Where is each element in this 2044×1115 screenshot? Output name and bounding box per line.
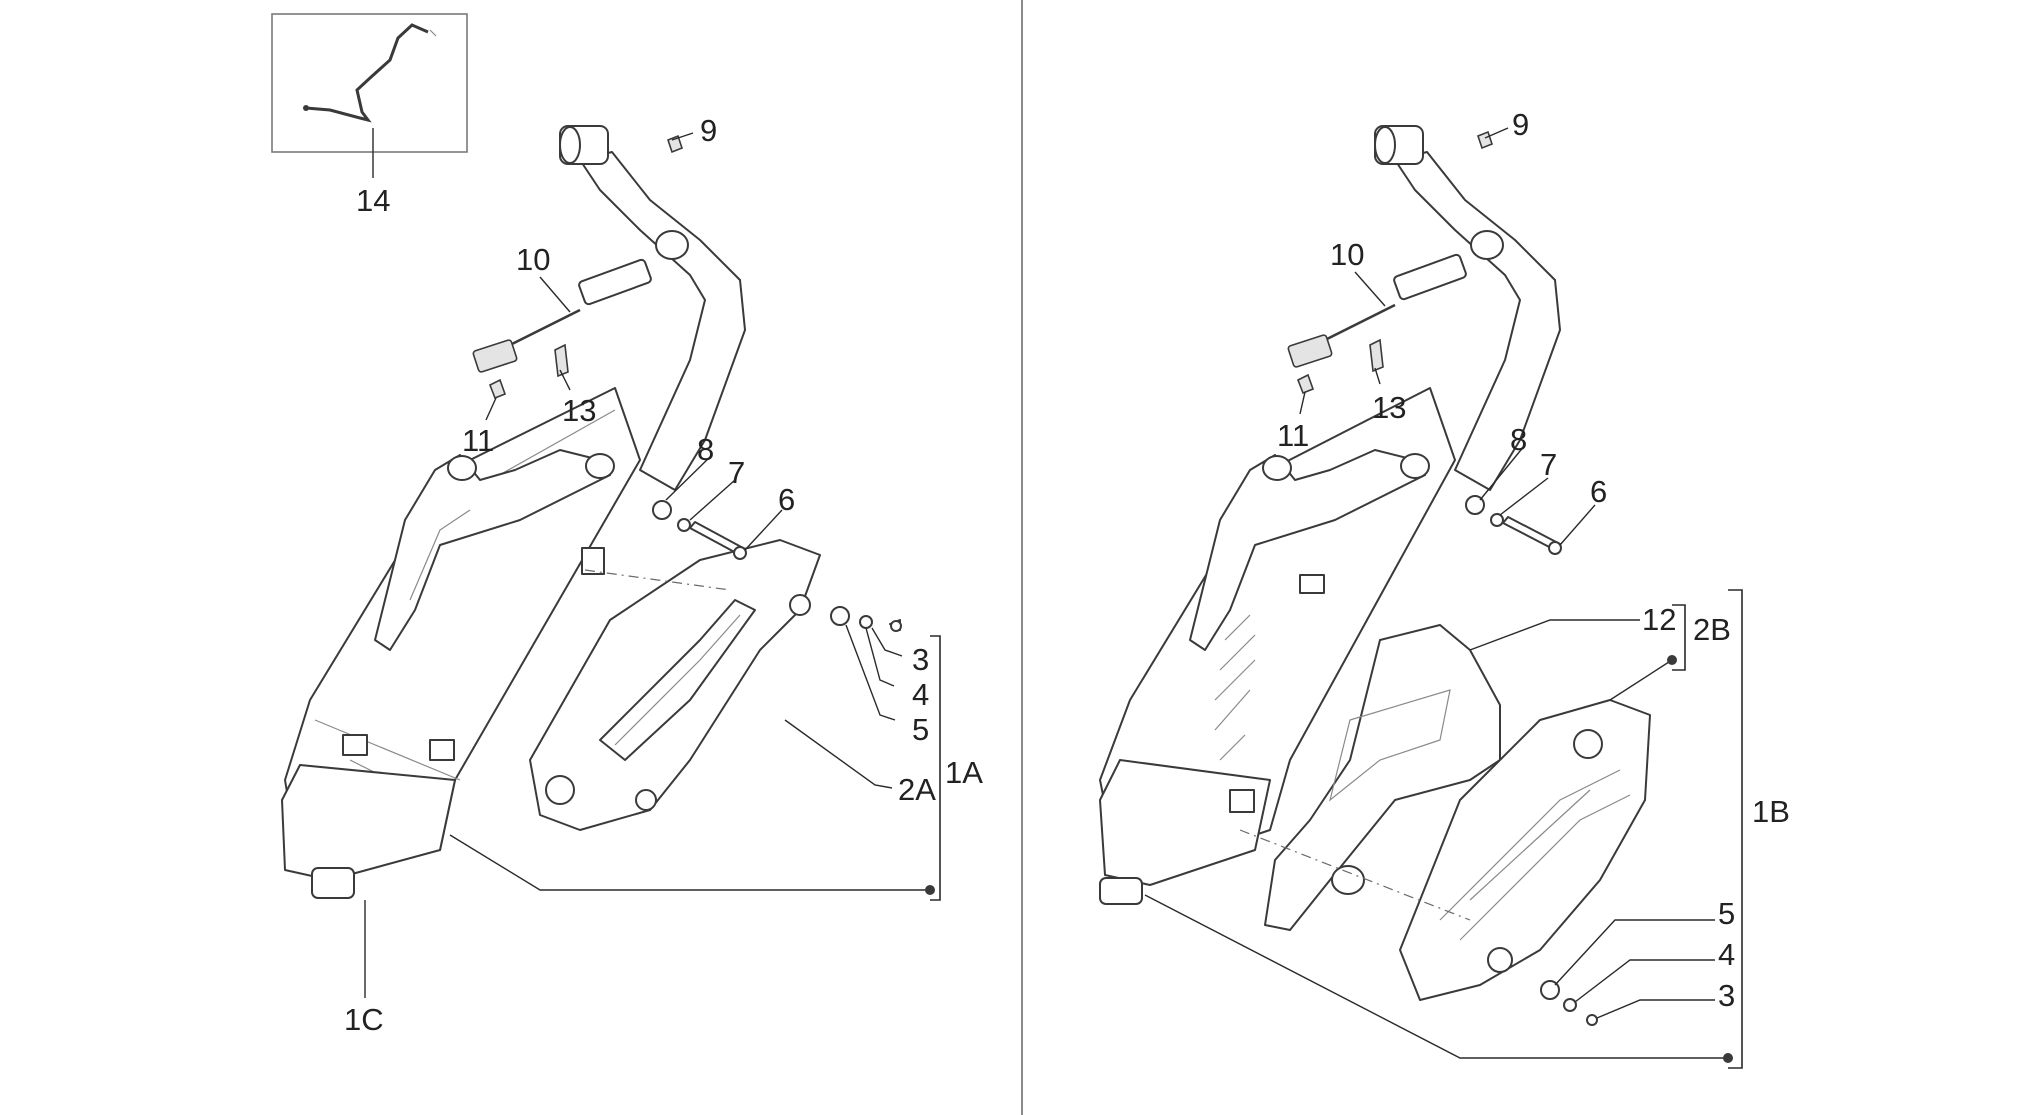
right-assembly: 9 10 11 13 8 7 6 12 2B 1B 5 4 3 — [1099, 107, 1790, 1069]
callout-4-right: 4 — [1718, 937, 1735, 972]
dot-right-1B — [1723, 1053, 1733, 1063]
callout-6-right: 6 — [1590, 474, 1607, 509]
callout-1C: 1C — [344, 1002, 384, 1037]
heat-shield-2A — [529, 539, 821, 831]
callout-5-right: 5 — [1718, 896, 1735, 931]
callout-13-right: 13 — [1372, 390, 1406, 425]
callout-2B: 2B — [1693, 612, 1731, 647]
callout-7: 7 — [728, 455, 745, 490]
heat-shield-2B — [1399, 699, 1651, 1001]
cable-part-14 — [305, 23, 429, 123]
callout-6: 6 — [778, 482, 795, 517]
callout-9-right: 9 — [1512, 107, 1529, 142]
callout-11: 11 — [462, 423, 494, 458]
callout-9: 9 — [700, 113, 717, 148]
lambda-sensor — [472, 134, 683, 400]
silencer-body-right — [1099, 387, 1456, 905]
left-assembly: 14 9 10 11 13 8 7 6 3 4 5 1A 2A 1C — [271, 13, 983, 1037]
callout-12: 12 — [1642, 602, 1676, 637]
centerline-right — [1239, 829, 1471, 921]
dot-left — [925, 885, 935, 895]
bracket-2B — [1672, 604, 1686, 671]
callout-10: 10 — [516, 242, 550, 277]
callout-2A: 2A — [898, 772, 936, 807]
mounting-bracket — [374, 449, 615, 651]
bracket-1A — [930, 635, 941, 901]
gasket-12 — [1264, 624, 1501, 931]
leaders-right — [1144, 127, 1728, 1059]
leaders-left — [364, 128, 930, 998]
hardware-right — [1465, 495, 1598, 1026]
callout-14: 14 — [356, 183, 390, 218]
inset-frame — [271, 13, 468, 153]
callout-13: 13 — [562, 393, 596, 428]
callout-1A: 1A — [945, 755, 983, 790]
silencer-body — [281, 387, 641, 899]
centerline-left — [584, 569, 731, 591]
callout-3-right: 3 — [1718, 978, 1735, 1013]
callouts-left: 14 9 10 11 13 8 7 6 3 4 5 1A 2A 1C — [344, 113, 983, 1037]
mounting-bracket-right — [1189, 449, 1430, 651]
callout-11-right: 11 — [1277, 418, 1309, 453]
exhaust-pipe-right — [1374, 125, 1561, 491]
exhaust-pipe — [559, 125, 746, 491]
callout-1B: 1B — [1752, 794, 1790, 829]
callout-8: 8 — [697, 432, 714, 467]
callout-4: 4 — [912, 677, 929, 712]
callout-3: 3 — [912, 642, 929, 677]
bracket-1B — [1728, 589, 1743, 1069]
callout-10-right: 10 — [1330, 237, 1364, 272]
callouts-right: 9 10 11 13 8 7 6 12 2B 1B 5 4 3 — [1277, 107, 1790, 1013]
lambda-sensor-right — [1287, 130, 1493, 395]
dot-right-2B — [1667, 655, 1677, 665]
callout-5: 5 — [912, 712, 929, 747]
callout-7-right: 7 — [1540, 447, 1557, 482]
hardware-left — [652, 500, 902, 632]
callout-8-right: 8 — [1510, 422, 1527, 457]
